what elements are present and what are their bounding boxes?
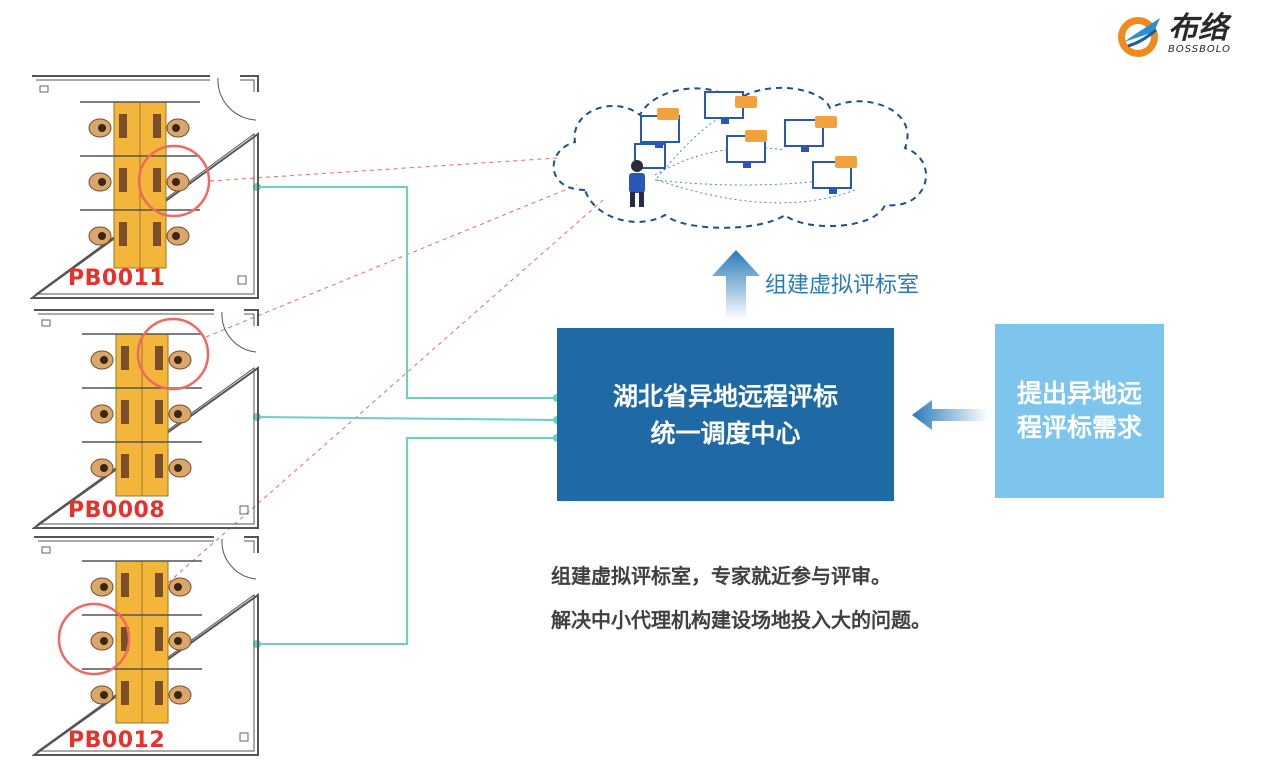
- projection-line-pb0011: [209, 157, 558, 182]
- up-arrow-label: 组建虚拟评标室: [765, 273, 920, 298]
- caption-2: 解决中小代理机构建设场地投入大的问题。: [551, 608, 931, 632]
- highlight-circle: [57, 602, 131, 676]
- room-label-pb0008: PB0008: [68, 498, 166, 523]
- left-arrow-icon: [912, 400, 988, 430]
- bossbolo-logo-icon: [1118, 17, 1160, 57]
- connector-pb0011: [257, 186, 557, 399]
- person-icon: [629, 160, 645, 207]
- projection-line-pb0012: [119, 199, 604, 626]
- room-pb0011: [30, 75, 259, 299]
- room-pb0012: [32, 536, 259, 756]
- center-box-line1: 湖北省异地远程评标: [612, 381, 838, 411]
- request-box-line1: 提出异地远: [1016, 379, 1142, 408]
- connector-pb0008: [256, 416, 558, 421]
- monitor-icons: [634, 91, 857, 194]
- center-box-line2: 统一调度中心: [650, 418, 801, 448]
- highlight-circle: [136, 317, 210, 391]
- room-label-pb0011: PB0011: [68, 266, 166, 291]
- cloud-outline: [552, 86, 928, 229]
- logo-subtitle: BOSSBOLO: [1168, 44, 1231, 55]
- projection-line-pb0008: [205, 184, 578, 338]
- room-pb0008: [32, 309, 259, 529]
- caption-1: 组建虚拟评标室，专家就近参与评审。: [551, 564, 891, 588]
- request-box-line2: 程评标需求: [1016, 413, 1142, 442]
- logo-name: 布络: [1168, 11, 1228, 46]
- dispatch-center-box: 湖北省异地远程评标 统一调度中心: [557, 328, 894, 501]
- seats: [88, 114, 190, 246]
- request-box: 提出异地远 程评标需求: [995, 324, 1164, 498]
- up-arrow-icon: [712, 250, 760, 320]
- highlight-circle: [137, 144, 211, 218]
- virtual-room-cloud: [552, 86, 928, 229]
- connector-pb0012: [257, 437, 557, 645]
- room-label-pb0012: PB0012: [68, 728, 166, 753]
